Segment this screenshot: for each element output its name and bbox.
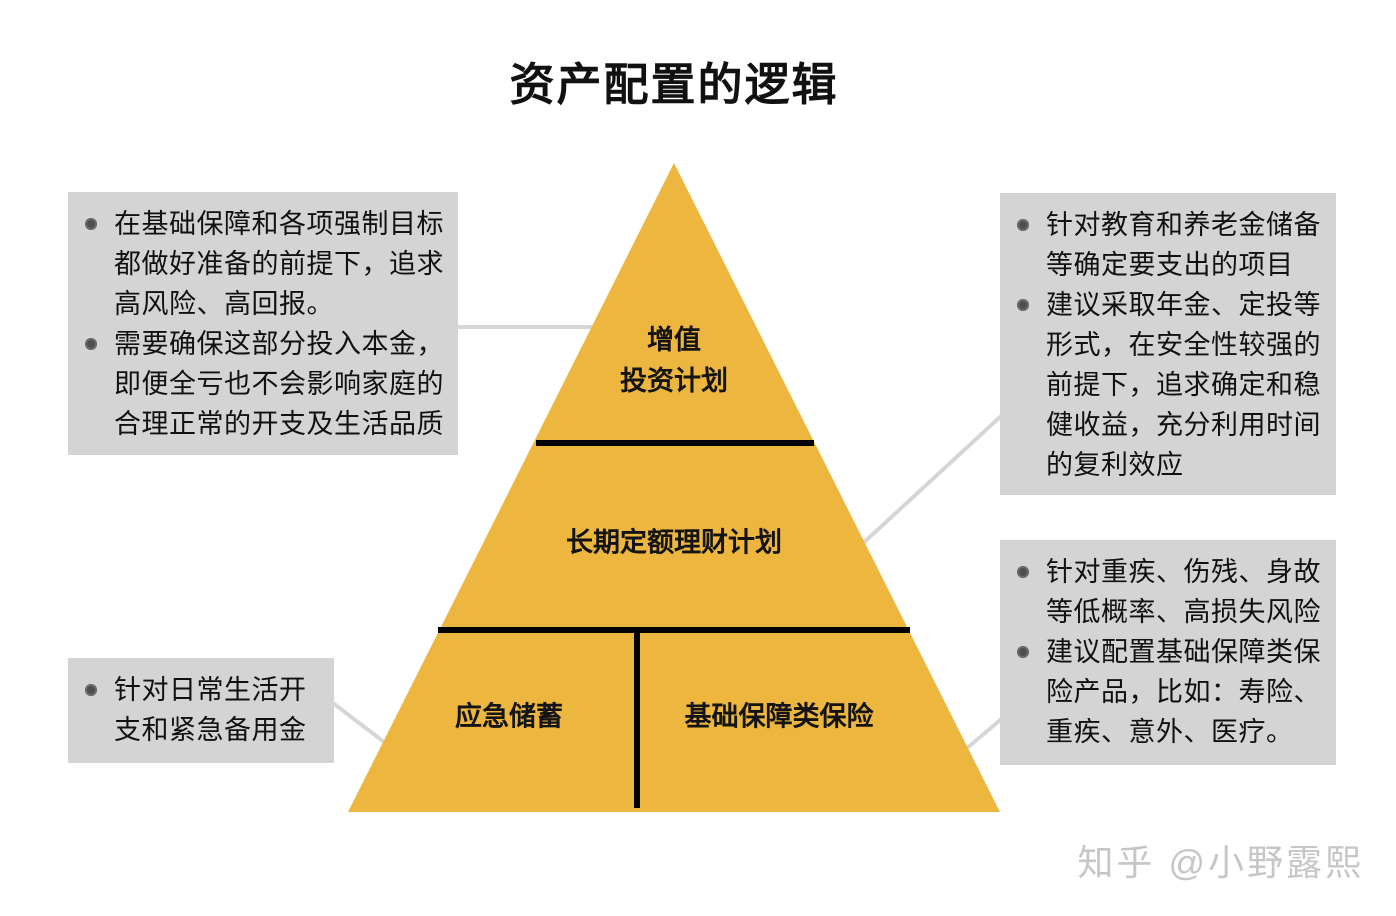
bullet-text: 建议配置基础保障类保 险产品，比如：寿险、 重疾、意外、医疗。 <box>1046 632 1328 752</box>
bullet-line: 针对教育和养老金储备 <box>1046 210 1321 240</box>
bullet-line: 建议配置基础保障类保 <box>1046 637 1321 667</box>
bullet-line: 合理正常的开支及生活品质 <box>114 409 444 439</box>
bullet-line: 建议采取年金、定投等 <box>1046 290 1321 320</box>
bullet-line: 针对重疾、伤残、身故 <box>1046 557 1321 587</box>
connector-line-bottom-left <box>323 695 394 750</box>
list-item: 建议配置基础保障类保 险产品，比如：寿险、 重疾、意外、医疗。 <box>1015 632 1328 752</box>
list-item: 在基础保障和各项强制目标 都做好准备的前提下，追求 高风险、高回报。 <box>83 204 450 324</box>
note-box-bottom-right: 针对重疾、伤残、身故 等低概率、高损失风险 建议配置基础保障类保 险产品，比如：… <box>1000 540 1336 765</box>
note-box-top-right: 针对教育和养老金储备 等确定要支出的项目 建议采取年金、定投等 形式，在安全性较… <box>1000 193 1336 495</box>
list-item: 针对教育和养老金储备 等确定要支出的项目 <box>1015 205 1328 285</box>
bullet-line: 高风险、高回报。 <box>114 289 334 319</box>
bullet-icon <box>85 338 97 350</box>
pyramid-level-top-label: 增值 投资计划 <box>620 320 728 402</box>
list-item: 针对重疾、伤残、身故 等低概率、高损失风险 <box>1015 552 1328 632</box>
bullet-line: 在基础保障和各项强制目标 <box>114 209 444 239</box>
bullet-line: 等确定要支出的项目 <box>1046 250 1294 280</box>
pyramid-top-line1: 增值 <box>647 325 701 355</box>
list-item: 针对日常生活开 支和紧急备用金 <box>83 670 326 750</box>
bullet-line: 重疾、意外、医疗。 <box>1046 717 1294 747</box>
bullet-line: 险产品，比如：寿险、 <box>1046 677 1321 707</box>
bullet-icon <box>85 684 97 696</box>
bullet-text: 在基础保障和各项强制目标 都做好准备的前提下，追求 高风险、高回报。 <box>114 204 450 324</box>
list-item: 建议采取年金、定投等 形式，在安全性较强的 前提下，追求确定和稳 健收益，充分利… <box>1015 285 1328 485</box>
bullet-text: 建议采取年金、定投等 形式，在安全性较强的 前提下，追求确定和稳 健收益，充分利… <box>1046 285 1328 485</box>
connector-line-top-right <box>858 404 1014 548</box>
bullet-line: 形式，在安全性较强的 <box>1046 330 1321 360</box>
bullet-line: 支和紧急备用金 <box>114 715 307 745</box>
bullet-text: 针对日常生活开 支和紧急备用金 <box>114 670 326 750</box>
list-item: 需要确保这部分投入本金， 即便全亏也不会影响家庭的 合理正常的开支及生活品质 <box>83 324 450 444</box>
bullet-line: 的复利效应 <box>1046 450 1184 480</box>
watermark: 知乎 @小野露熙 <box>1077 842 1364 883</box>
bullet-icon <box>1017 566 1029 578</box>
bullet-line: 针对日常生活开 <box>114 675 307 705</box>
pyramid-level-middle-label: 长期定额理财计划 <box>566 527 782 558</box>
bullet-text: 需要确保这部分投入本金， 即便全亏也不会影响家庭的 合理正常的开支及生活品质 <box>114 324 450 444</box>
bullet-line: 前提下，追求确定和稳 <box>1046 370 1321 400</box>
note-box-bottom-left: 针对日常生活开 支和紧急备用金 <box>68 658 334 763</box>
pyramid-top-line2: 投资计划 <box>620 366 728 396</box>
bullet-icon <box>85 218 97 230</box>
bullet-line: 健收益，充分利用时间 <box>1046 410 1321 440</box>
bullet-text: 针对重疾、伤残、身故 等低概率、高损失风险 <box>1046 552 1328 632</box>
bullet-line: 即便全亏也不会影响家庭的 <box>114 369 444 399</box>
bullet-icon <box>1017 299 1029 311</box>
pyramid-level-bottom-left-label: 应急储蓄 <box>455 701 563 732</box>
bullet-line: 等低概率、高损失风险 <box>1046 597 1321 627</box>
pyramid-shape <box>348 163 1000 812</box>
pyramid-level-bottom-right-label: 基础保障类保险 <box>684 701 874 732</box>
note-box-top-left: 在基础保障和各项强制目标 都做好准备的前提下，追求 高风险、高回报。 需要确保这… <box>68 192 458 455</box>
page-title: 资产配置的逻辑 <box>509 59 839 110</box>
bullet-line: 需要确保这部分投入本金， <box>114 329 444 359</box>
bullet-icon <box>1017 646 1029 658</box>
bullet-text: 针对教育和养老金储备 等确定要支出的项目 <box>1046 205 1328 285</box>
bullet-icon <box>1017 219 1029 231</box>
bullet-line: 都做好准备的前提下，追求 <box>114 249 444 279</box>
